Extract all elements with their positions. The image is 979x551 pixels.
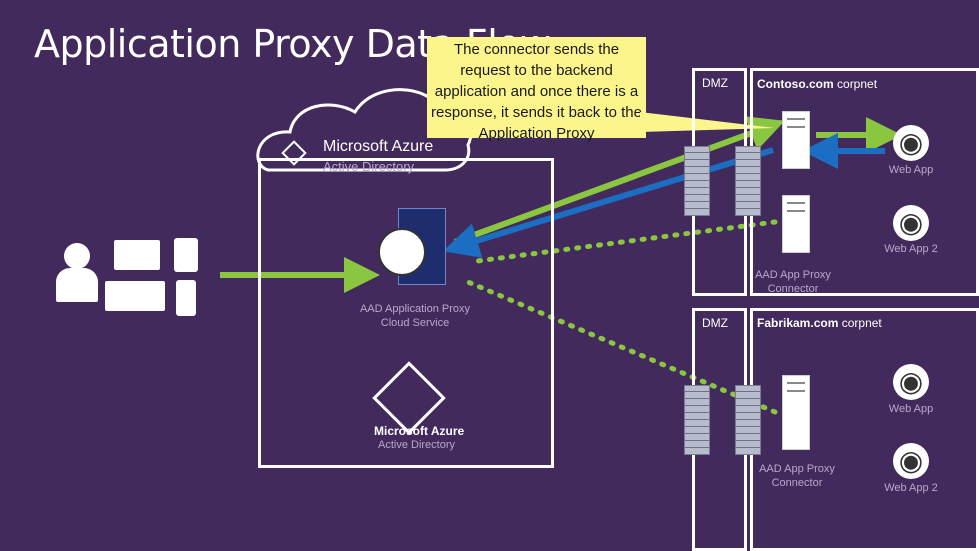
- contoso-dotted-link: [467, 219, 778, 265]
- user-icon: [64, 243, 90, 269]
- contoso-web-app-2: Web App 2: [884, 243, 938, 255]
- azure-cloud-product: Active Directory: [323, 159, 415, 174]
- callout-pointer: [640, 112, 775, 132]
- proxy-service-line2: Cloud Service: [380, 317, 450, 329]
- contoso-corpnet-label: Contoso.com corpnet: [757, 77, 878, 91]
- proxy-service-label: AAD Application Proxy Cloud Service: [340, 302, 490, 330]
- windows-phone-icon: [176, 280, 196, 316]
- globe-icon: ◉: [893, 443, 929, 479]
- fabrikam-web-app-1: Web App: [888, 403, 934, 415]
- server-icon: [782, 195, 810, 253]
- server-icon: [782, 375, 810, 450]
- globe-icon: ◉: [893, 125, 929, 161]
- contoso-dmz-label: DMZ: [702, 76, 728, 90]
- firewall-icon: [735, 146, 761, 216]
- proxy-icon: [378, 228, 426, 276]
- azure-logo-product: Active Directory: [378, 439, 456, 451]
- azure-cloud-brand: Microsoft Azure: [323, 138, 434, 155]
- globe-icon: ◉: [893, 364, 929, 400]
- server-icon: [782, 111, 810, 169]
- fabrikam-dotted-link: [465, 279, 778, 415]
- firewall-icon: [735, 385, 761, 455]
- fabrikam-dmz-label: DMZ: [702, 316, 728, 330]
- callout-note: The connector sends the request to the b…: [427, 37, 646, 142]
- fabrikam-corpnet-label: Fabrikam.com corpnet: [757, 316, 882, 330]
- android-tablet-icon: [174, 238, 198, 272]
- cloud-icon: [256, 88, 473, 172]
- azure-logo-brand: Microsoft Azure: [374, 424, 465, 438]
- fabrikam-web-app-2: Web App 2: [884, 482, 938, 494]
- firewall-icon: [684, 146, 710, 216]
- contoso-web-app-1: Web App: [888, 164, 934, 176]
- proxy-service-line1: AAD Application Proxy: [359, 303, 471, 315]
- user-body: [56, 268, 98, 302]
- azure-service-box: [258, 158, 554, 468]
- firewall-icon: [684, 385, 710, 455]
- proxy-response-arrow: [442, 147, 774, 258]
- globe-icon: ◉: [893, 205, 929, 241]
- windows-laptop-icon: [105, 281, 165, 311]
- contoso-corpnet-box: [750, 68, 979, 296]
- connector-to-proxy-arrow: [453, 116, 785, 245]
- apple-monitor-icon: [114, 240, 160, 270]
